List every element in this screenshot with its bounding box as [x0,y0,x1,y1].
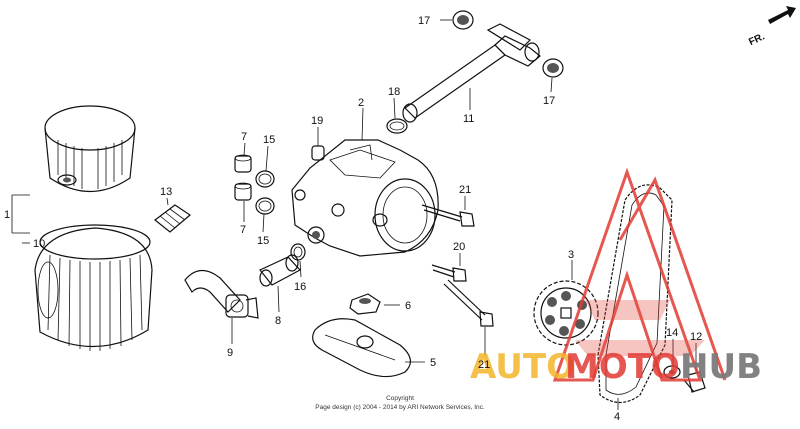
callout-16[interactable]: 16 [294,281,306,293]
callout-8[interactable]: 8 [275,315,281,327]
leader-line-15a [265,145,269,172]
leader-line-15b [262,213,265,233]
strainer-plug[interactable] [349,293,381,315]
flange-bolt-middle[interactable] [431,264,467,282]
callout-19[interactable]: 19 [311,115,323,127]
callout-7a[interactable]: 7 [241,131,247,143]
callout-15a[interactable]: 15 [263,134,275,146]
callout-17a[interactable]: 17 [418,15,430,27]
callout-3[interactable]: 3 [568,249,574,261]
callout-17b[interactable]: 17 [543,95,555,107]
oil-pump-sprocket[interactable] [533,280,599,346]
callout-5[interactable]: 5 [430,357,436,369]
callout-13[interactable]: 13 [160,186,172,198]
collar-lower[interactable] [234,182,252,201]
leader-line-7a [243,142,246,156]
leader-line-18 [393,97,396,119]
callout-7b[interactable]: 7 [240,224,246,236]
sprocket-washer[interactable] [663,365,681,379]
oil-filter-element[interactable] [44,105,136,193]
oil-hose[interactable] [184,269,259,319]
watermark-text-hub: HUB [680,347,762,387]
leader-line-8 [277,285,280,313]
pipe-seal-right[interactable] [542,58,564,78]
callout-21a[interactable]: 21 [459,184,471,196]
oil-pump-body[interactable] [291,139,439,257]
stud-bolt[interactable] [154,204,191,233]
callout-10[interactable]: 10 [33,238,45,250]
flange-bolt-upper[interactable] [421,204,475,227]
collar-upper[interactable] [234,154,252,173]
leader-line-17b [550,77,553,93]
callout-9[interactable]: 9 [227,347,233,359]
callout-2[interactable]: 2 [358,97,364,109]
callout-15b[interactable]: 15 [257,235,269,247]
watermark-text-moto: MOTO [565,347,680,387]
flange-bolt-lower[interactable] [443,279,494,327]
callout-4[interactable]: 4 [614,411,620,423]
callout-bracket-1 [11,194,30,234]
leader-line-13 [166,197,169,206]
copyright-notice: Page design (c) 2004 - 2014 by ARI Netwo… [315,404,485,411]
pipe-o-ring[interactable] [386,118,408,134]
callout-21b[interactable]: 21 [478,359,490,371]
leader-line-16 [299,260,302,278]
callout-11[interactable]: 11 [463,113,474,125]
o-ring-upper[interactable] [255,170,275,188]
front-direction-arrow [768,6,796,24]
callout-14[interactable]: 14 [666,327,678,339]
oil-filter-cartridge[interactable] [34,224,153,351]
oil-pipe[interactable] [402,23,541,123]
joint-o-ring[interactable] [290,243,306,261]
watermark-text-auto: AUTO [470,347,575,387]
oil-pump-drive-chain[interactable] [597,184,673,404]
callout-1[interactable]: 1 [4,209,10,221]
oil-strainer[interactable] [312,318,411,378]
copyright-title: Copyright [386,395,414,402]
watermark-logo [552,167,727,382]
o-ring-lower[interactable] [255,197,275,215]
callout-20[interactable]: 20 [453,241,465,253]
callout-18[interactable]: 18 [388,86,400,98]
pipe-seal-upper[interactable] [452,10,474,30]
callout-6[interactable]: 6 [405,300,411,312]
callout-12[interactable]: 12 [690,331,702,343]
front-direction-label: FR. [747,31,766,48]
leader-line-2 [361,107,364,141]
